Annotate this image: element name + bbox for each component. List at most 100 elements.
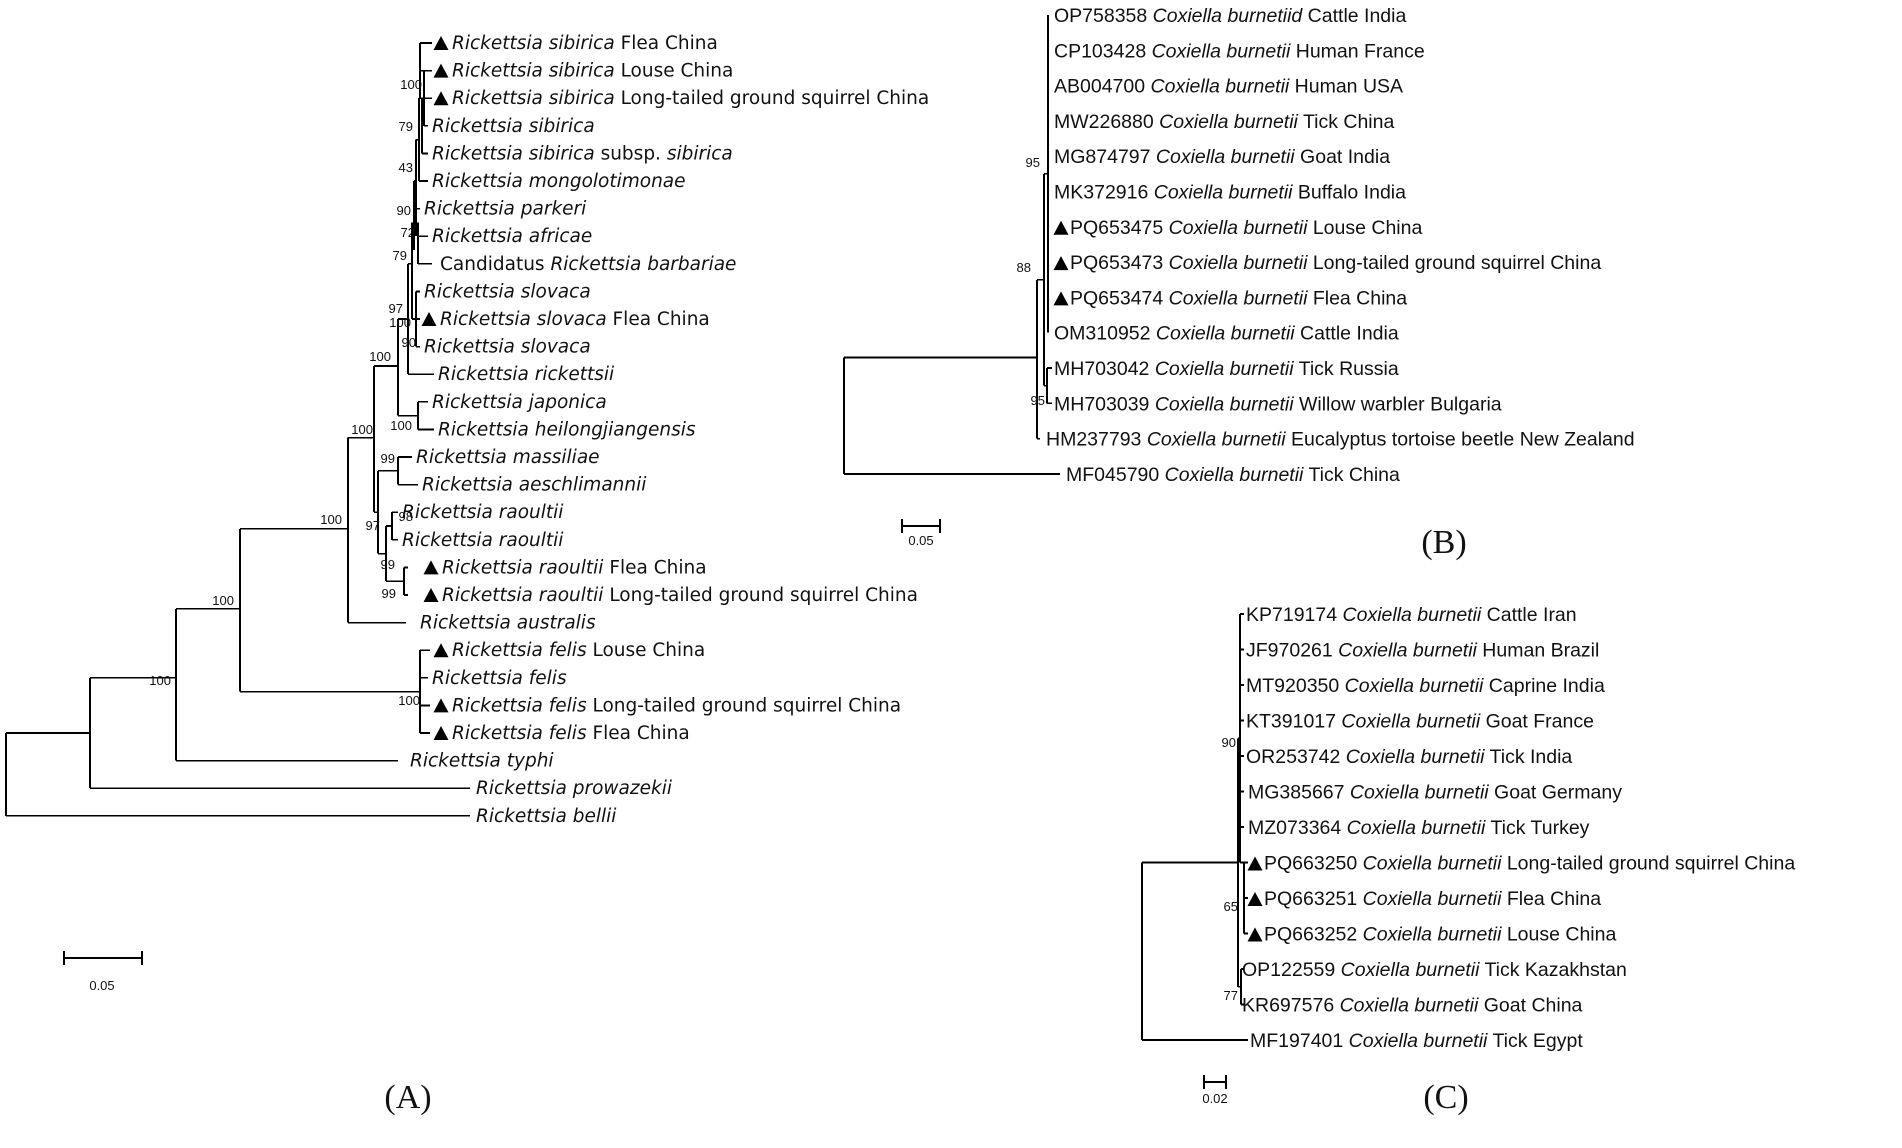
triangle-marker-icon xyxy=(1053,256,1069,271)
leaf-label: MG874797 Coxiella burnetii Goat India xyxy=(1054,146,1390,168)
scale-bar-label: 0.05 xyxy=(89,978,114,993)
leaf-host-location: Louse China xyxy=(615,61,734,82)
leaf-species: Coxiella burnetii xyxy=(1145,76,1290,98)
leaf-species: Rickettsia sibirica xyxy=(432,143,595,164)
tree-leaf: HM237793 Coxiella burnetii Eucalyptus to… xyxy=(1046,429,1635,451)
leaf-accession: MF197401 xyxy=(1250,1030,1343,1052)
leaf-host-location: Goat Germany xyxy=(1489,782,1623,804)
leaf-label: MF045790 Coxiella burnetii Tick China xyxy=(1066,464,1400,486)
bootstrap-value: 77 xyxy=(1224,988,1238,1003)
leaf-species: Coxiella burnetii xyxy=(1339,675,1484,697)
leaf-label: Rickettsia bellii xyxy=(476,806,617,827)
leaf-label: PQ653474 Coxiella burnetii Flea China xyxy=(1070,287,1407,309)
bootstrap-value: 99 xyxy=(381,451,395,466)
leaf-species: Rickettsia japonica xyxy=(432,392,607,413)
leaf-species: Rickettsia aeschlimannii xyxy=(422,475,647,496)
tree-leaf: MF045790 Coxiella burnetii Tick China xyxy=(1066,464,1400,486)
tree-leaf: MH703039 Coxiella burnetii Willow warble… xyxy=(1054,393,1502,415)
leaf-label: Rickettsia sibirica Long-tailed ground s… xyxy=(452,88,929,109)
leaf-label: KR697576 Coxiella burnetii Goat China xyxy=(1242,995,1583,1017)
bootstrap-value: 100 xyxy=(369,349,391,364)
leaf-accession: PQ663251 xyxy=(1264,888,1357,910)
leaf-label: Rickettsia africae xyxy=(432,226,592,247)
leaf-species: Coxiella burnetii xyxy=(1341,817,1486,839)
leaf-species: Rickettsia australis xyxy=(420,613,596,634)
bootstrap-value: 95 xyxy=(1026,155,1040,170)
panel-label: (C) xyxy=(1423,1079,1468,1116)
leaf-accession: MH703039 xyxy=(1054,393,1149,415)
leaf-species: Coxiella burnetii xyxy=(1343,1030,1488,1052)
leaf-species: Rickettsia raoultii xyxy=(402,530,564,551)
leaf-label: OP122559 Coxiella burnetii Tick Kazakhst… xyxy=(1242,959,1627,981)
triangle-marker-icon xyxy=(1053,220,1069,235)
leaf-label: Rickettsia raoultii xyxy=(402,502,564,523)
leaf-label: Rickettsia australis xyxy=(420,613,596,634)
leaf-species: Rickettsia rickettsii xyxy=(438,364,615,385)
tree-leaf: Candidatus Rickettsia barbariae xyxy=(440,254,736,275)
triangle-marker-icon xyxy=(433,91,449,106)
leaf-label: Rickettsia aeschlimannii xyxy=(422,475,647,496)
leaf-host-location: Cattle India xyxy=(1302,5,1406,27)
bootstrap-value: 43 xyxy=(399,160,413,175)
leaf-species: Rickettsia barbariae xyxy=(545,254,737,275)
leaf-label: Rickettsia felis Flea China xyxy=(452,723,690,744)
tree-leaf: MZ073364 Coxiella burnetii Tick Turkey xyxy=(1248,817,1590,839)
leaf-label: Rickettsia heilongjiangensis xyxy=(438,419,696,440)
tree-leaf: KP719174 Coxiella burnetii Cattle Iran xyxy=(1246,604,1577,626)
tree-leaf: Rickettsia raoultii Long-tailed ground s… xyxy=(423,585,918,606)
leaf-label: AB004700 Coxiella burnetii Human USA xyxy=(1054,76,1403,98)
leaf-host-location: Louse China xyxy=(587,640,706,661)
leaf-host-location: Long-tailed ground squirrel China xyxy=(587,695,902,716)
leaf-label: Rickettsia raoultii Flea China xyxy=(442,557,707,578)
leaf-species: Rickettsia sibirica xyxy=(452,33,615,54)
leaf-host-location: subsp. xyxy=(595,143,661,164)
leaf-label: Rickettsia sibirica xyxy=(432,116,595,137)
leaf-species: Rickettsia sibirica xyxy=(432,116,595,137)
tree-leaf: Rickettsia slovaca Flea China xyxy=(421,309,710,330)
leaf-label: Rickettsia felis xyxy=(432,668,567,689)
leaf-label: Rickettsia parkeri xyxy=(424,199,587,220)
leaf-host-location: Tick China xyxy=(1298,111,1395,133)
leaf-species: Coxiella burnetii xyxy=(1357,888,1502,910)
leaf-accession: HM237793 xyxy=(1046,429,1141,451)
leaf-label: MF197401 Coxiella burnetii Tick Egypt xyxy=(1250,1030,1583,1052)
leaf-species: Rickettsia raoultii xyxy=(402,502,564,523)
tree-leaf: KT391017 Coxiella burnetii Goat France xyxy=(1246,711,1594,733)
leaf-species: Rickettsia felis xyxy=(452,695,587,716)
leaf-host-location: Goat India xyxy=(1295,146,1391,168)
leaf-host-location: Tick India xyxy=(1484,746,1572,768)
leaf-species: Rickettsia felis xyxy=(452,723,587,744)
leaf-label: MZ073364 Coxiella burnetii Tick Turkey xyxy=(1248,817,1590,839)
tree-leaf: OP122559 Coxiella burnetii Tick Kazakhst… xyxy=(1242,959,1627,981)
leaf-species: Coxiella burnetii xyxy=(1149,358,1294,380)
tree-leaf: Rickettsia slovaca xyxy=(424,337,591,358)
triangle-marker-icon xyxy=(433,698,449,713)
tree-c: KP719174 Coxiella burnetii Cattle IranJF… xyxy=(1141,604,1795,1116)
leaf-accession: MG385667 xyxy=(1248,782,1344,804)
leaf-species: Rickettsia parkeri xyxy=(424,199,587,220)
leaf-accession: MW226880 xyxy=(1054,111,1154,133)
leaf-label: MW226880 Coxiella burnetii Tick China xyxy=(1054,111,1394,133)
tree-b: OP758358 Coxiella burnetiid Cattle India… xyxy=(843,5,1635,561)
leaf-species: Rickettsia felis xyxy=(452,640,587,661)
leaf-species: Coxiella burnetii xyxy=(1334,995,1479,1017)
tree-a: Rickettsia sibirica Flea ChinaRickettsia… xyxy=(5,33,929,1116)
leaf-label: MG385667 Coxiella burnetii Goat Germany xyxy=(1248,782,1622,804)
leaf-species: Coxiella burnetiid xyxy=(1147,5,1303,27)
leaf-label: CP103428 Coxiella burnetii Human France xyxy=(1054,40,1425,62)
leaf-label: Rickettsia felis Long-tailed ground squi… xyxy=(452,695,901,716)
tree-leaf: Rickettsia sibirica Louse China xyxy=(433,61,734,82)
leaf-host-location: Human Brazil xyxy=(1477,640,1599,662)
leaf-host-location: Flea China xyxy=(607,309,710,330)
leaf-species: Coxiella burnetii xyxy=(1148,182,1293,204)
leaf-label: PQ663252 Coxiella burnetii Louse China xyxy=(1264,924,1616,946)
tree-leaf: CP103428 Coxiella burnetii Human France xyxy=(1054,40,1425,62)
leaf-species: Coxiella burnetii xyxy=(1163,217,1308,239)
tree-leaf: Rickettsia felis Long-tailed ground squi… xyxy=(433,695,901,716)
leaf-species: Rickettsia slovaca xyxy=(440,309,607,330)
bootstrap-value: 97 xyxy=(389,301,403,316)
leaf-host-location: Tick Kazakhstan xyxy=(1479,959,1626,981)
leaf-label: Rickettsia raoultii xyxy=(402,530,564,551)
leaf-host-location: Buffalo India xyxy=(1292,182,1406,204)
tree-leaf: Rickettsia typhi xyxy=(410,751,554,772)
